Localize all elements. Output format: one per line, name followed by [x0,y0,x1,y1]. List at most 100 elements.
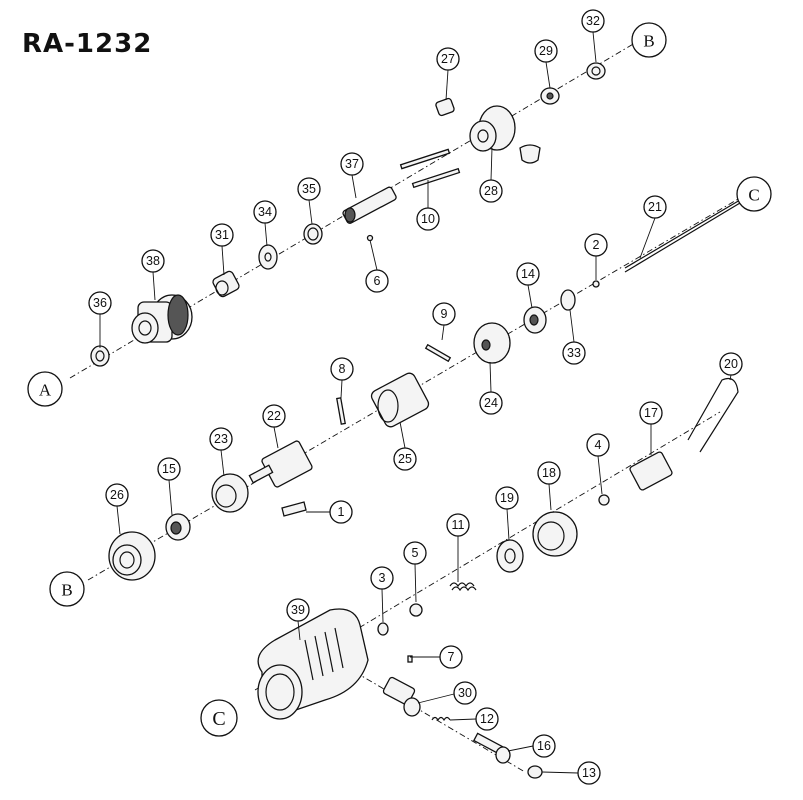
svg-text:3: 3 [379,571,386,585]
callout-11: 11 [446,513,470,537]
svg-text:7: 7 [448,650,455,664]
callout-38: 38 [141,249,165,273]
connector-c-bottom: C [200,699,238,737]
part-12-spring [431,716,451,722]
leader-lines [99,31,732,774]
callout-30: 30 [453,681,477,705]
callout-29: 29 [534,39,558,63]
callout-3: 3 [370,566,394,590]
svg-text:31: 31 [215,228,229,242]
part-20-lever [687,377,739,453]
svg-text:17: 17 [644,406,658,420]
part-29-clip [540,87,560,105]
part-16-valve [472,732,511,764]
part-5-ball [409,603,423,617]
svg-text:B: B [61,581,72,600]
part-9-pin [424,343,452,363]
callout-7: 7 [439,645,463,669]
part-23-bearing-housing [211,473,249,513]
callout-5: 5 [403,541,427,565]
part-8-pin [336,397,346,425]
part-22-rotor [248,440,313,488]
svg-text:12: 12 [480,712,494,726]
callout-32: 32 [581,9,605,33]
svg-text:25: 25 [398,452,412,466]
diagram-title: RA-1232 [22,29,152,59]
svg-text:A: A [39,381,52,400]
callout-14: 14 [516,262,540,286]
part-17-air-inlet [629,451,673,491]
part-3-o-ring [377,622,389,636]
part-28-yoke [469,105,541,164]
svg-text:32: 32 [586,14,600,28]
callout-17: 17 [639,401,663,425]
svg-text:20: 20 [724,357,738,371]
callout-20: 20 [719,352,743,376]
svg-text:35: 35 [302,182,316,196]
svg-text:B: B [643,32,654,51]
svg-text:37: 37 [345,157,359,171]
svg-text:36: 36 [93,296,107,310]
svg-text:8: 8 [339,362,346,376]
part-31-sleeve [212,270,240,298]
svg-text:2: 2 [593,238,600,252]
svg-text:16: 16 [537,739,551,753]
part-2-ring [592,280,600,288]
part-15-bearing [165,513,191,541]
callout-18: 18 [537,461,561,485]
callout-10: 10 [416,207,440,231]
svg-text:33: 33 [567,346,581,360]
part-38-ratchet-head [131,294,193,344]
callout-21: 21 [643,195,667,219]
part-33-o-ring [560,289,576,311]
callout-15: 15 [157,457,181,481]
callout-6: 6 [365,269,389,293]
callout-37: 37 [340,152,364,176]
callout-33: 33 [562,341,586,365]
callout-22: 22 [262,404,286,428]
callout-28: 28 [479,179,503,203]
svg-text:5: 5 [412,546,419,560]
svg-text:18: 18 [542,466,556,480]
svg-text:C: C [212,708,225,730]
svg-text:23: 23 [214,432,228,446]
callout-36: 36 [88,291,112,315]
callout-4: 4 [586,433,610,457]
svg-text:1: 1 [338,505,345,519]
part-18-lock-ring [532,511,578,557]
part-19-washer [496,539,524,573]
svg-text:34: 34 [258,205,272,219]
callout-23: 23 [209,427,233,451]
callout-34: 34 [253,200,277,224]
part-13-o-ring [527,765,543,779]
part-24-end-plate [473,322,511,364]
callout-39: 39 [286,598,310,622]
svg-text:21: 21 [648,200,662,214]
part-11-spring [449,582,477,592]
svg-text:10: 10 [421,212,435,226]
svg-text:24: 24 [484,396,498,410]
part-7-pin [407,655,413,663]
part-6-ball [366,234,374,242]
svg-text:14: 14 [521,267,535,281]
callout-25: 25 [393,447,417,471]
callout-24: 24 [479,391,503,415]
part-32-washer [586,62,606,80]
part-30-valve-housing [382,676,421,717]
part-21-push-rod [624,199,741,269]
callout-8: 8 [330,357,354,381]
svg-text:38: 38 [146,254,160,268]
svg-text:6: 6 [374,274,381,288]
svg-text:26: 26 [110,488,124,502]
part-25-cylinder [370,372,430,428]
svg-text:27: 27 [441,52,455,66]
callout-31: 31 [210,223,234,247]
connector-b-bottom: B [49,571,85,607]
connector-b-top: B [631,22,667,58]
part-39-housing [257,608,369,720]
part-4-o-ring [598,494,610,506]
part-36-nut [90,345,110,367]
svg-text:4: 4 [595,438,602,452]
callout-19: 19 [495,486,519,510]
